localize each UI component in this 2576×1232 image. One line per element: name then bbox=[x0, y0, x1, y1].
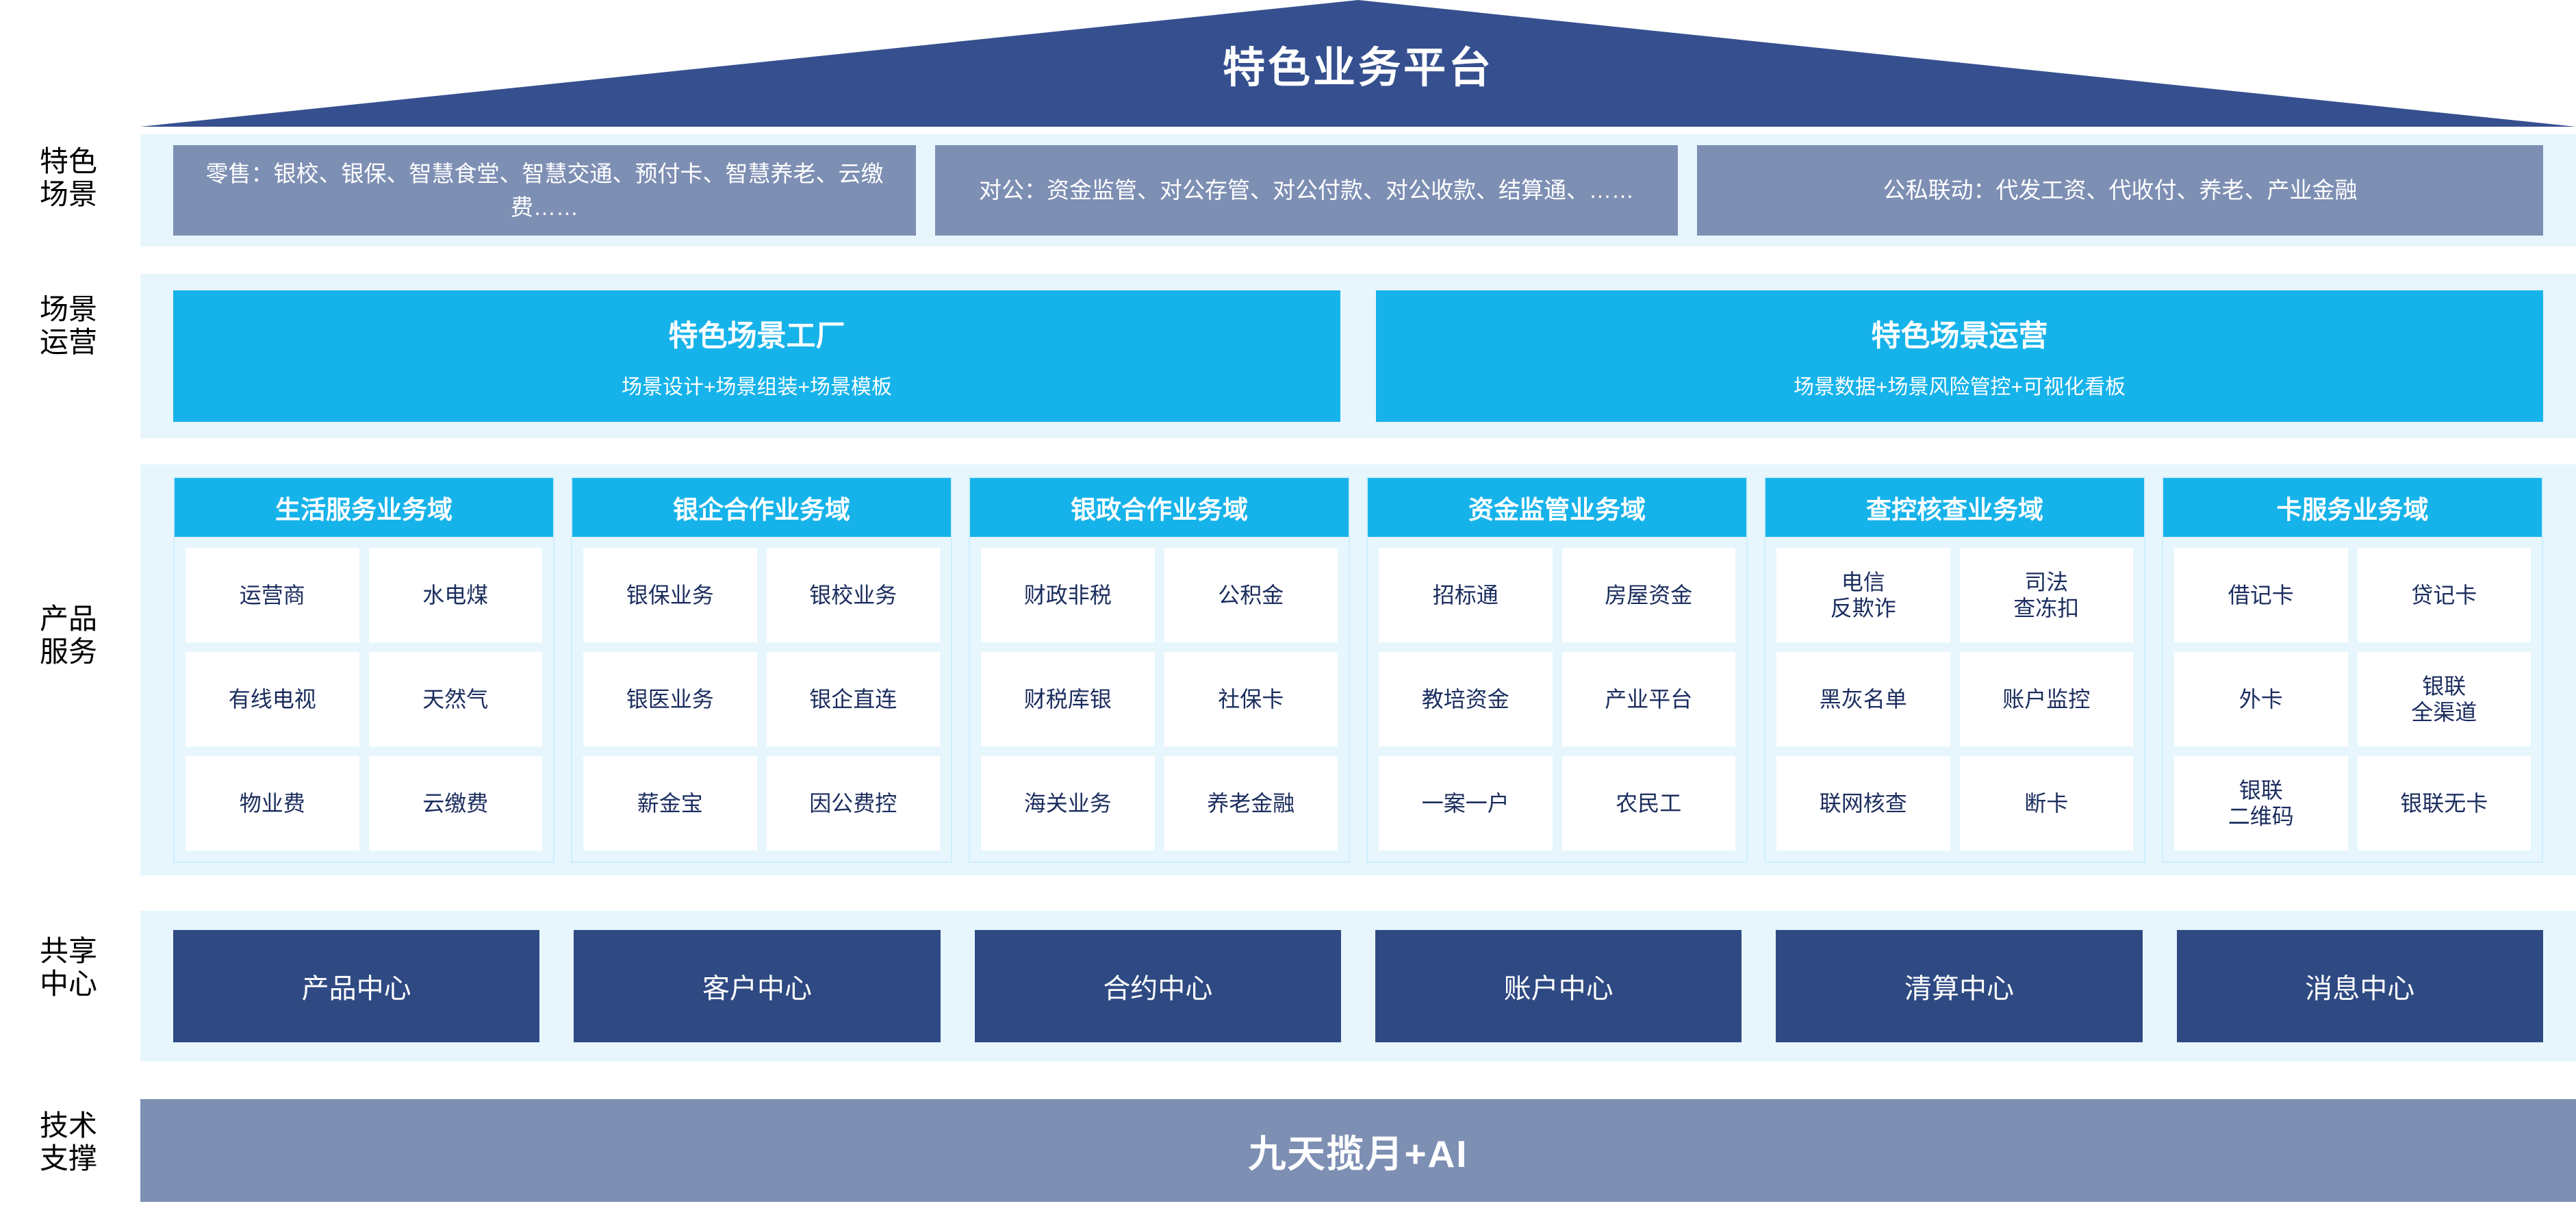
domain-item[interactable]: 薪金宝 bbox=[583, 756, 757, 851]
domain-item[interactable]: 运营商 bbox=[186, 548, 359, 642]
domain-item-grid: 招标通 房屋资金 教培资金 产业平台 一案一户 农民工 bbox=[1368, 537, 1746, 862]
operations-title: 特色场景工厂 bbox=[668, 320, 845, 353]
domain-item[interactable]: 天然气 bbox=[368, 652, 542, 746]
domain-item[interactable]: 断卡 bbox=[1959, 756, 2133, 851]
product-domain-fund-supervision: 资金监管业务域 招标通 房屋资金 教培资金 产业平台 一案一户 农民工 bbox=[1366, 477, 1748, 863]
domain-item[interactable]: 农民工 bbox=[1561, 756, 1735, 851]
product-domain-card-services: 卡服务业务域 借记卡 贷记卡 外卡 银联 全渠道 银联 二维码 银联无卡 bbox=[2162, 477, 2543, 863]
domain-item[interactable]: 银联 二维码 bbox=[2174, 756, 2348, 851]
domain-item[interactable]: 养老金融 bbox=[1164, 756, 1338, 851]
domain-item[interactable]: 联网核查 bbox=[1776, 756, 1950, 851]
domain-title: 资金监管业务域 bbox=[1368, 478, 1746, 537]
operations-box-scene-factory[interactable]: 特色场景工厂 场景设计+场景组装+场景模板 bbox=[173, 290, 1340, 422]
product-domain-life-services: 生活服务业务域 运营商 水电煤 有线电视 天然气 物业费 云缴费 bbox=[173, 477, 554, 863]
domain-item[interactable]: 财政非税 bbox=[981, 548, 1155, 642]
row-label-products: 产品 服务 bbox=[39, 603, 97, 668]
domain-title: 生活服务业务域 bbox=[175, 478, 553, 537]
operations-box-list: 特色场景工厂 场景设计+场景组装+场景模板 特色场景运营 场景数据+场景风险管控… bbox=[173, 290, 2543, 422]
operations-subtitle: 场景数据+场景风险管控+可视化看板 bbox=[1793, 376, 2126, 399]
row-label-tech-support: 技术 支撑 bbox=[39, 1109, 97, 1175]
product-domain-list: 生活服务业务域 运营商 水电煤 有线电视 天然气 物业费 云缴费 银企合作业务域… bbox=[173, 477, 2543, 863]
domain-item[interactable]: 外卡 bbox=[2174, 652, 2348, 746]
domain-item[interactable]: 银联 全渠道 bbox=[2357, 652, 2531, 746]
domain-item[interactable]: 借记卡 bbox=[2174, 548, 2348, 642]
domain-item[interactable]: 银企直连 bbox=[766, 652, 940, 746]
shared-center-list: 产品中心 客户中心 合约中心 账户中心 清算中心 消息中心 bbox=[173, 930, 2543, 1042]
scenario-box-retail[interactable]: 零售：银校、银保、智慧食堂、智慧交通、预付卡、智慧养老、云缴费…… bbox=[173, 145, 916, 236]
domain-item[interactable]: 海关业务 bbox=[981, 756, 1155, 851]
operations-box-scene-operation[interactable]: 特色场景运营 场景数据+场景风险管控+可视化看板 bbox=[1376, 290, 2543, 422]
shared-center-contract[interactable]: 合约中心 bbox=[974, 930, 1341, 1042]
platform-roof-banner: 特色业务平台 bbox=[140, 0, 2576, 127]
scenario-box-list: 零售：银校、银保、智慧食堂、智慧交通、预付卡、智慧养老、云缴费…… 对公：资金监… bbox=[140, 145, 2576, 236]
domain-item[interactable]: 招标通 bbox=[1379, 548, 1553, 642]
shared-center-customer[interactable]: 客户中心 bbox=[574, 930, 941, 1042]
domain-item[interactable]: 云缴费 bbox=[368, 756, 542, 851]
domain-item[interactable]: 有线电视 bbox=[186, 652, 359, 746]
scenario-row-panel: 零售：银校、银保、智慧食堂、智慧交通、预付卡、智慧养老、云缴费…… 对公：资金监… bbox=[140, 134, 2576, 247]
domain-title: 卡服务业务域 bbox=[2163, 478, 2542, 537]
scenario-box-corporate[interactable]: 对公：资金监管、对公存管、对公付款、对公收款、结算通、…… bbox=[935, 145, 1678, 236]
roof-shape bbox=[140, 0, 2576, 127]
domain-item[interactable]: 银保业务 bbox=[583, 548, 757, 642]
domain-item[interactable]: 司法 查冻扣 bbox=[1959, 548, 2133, 642]
shared-center-row-panel: 产品中心 客户中心 合约中心 账户中心 清算中心 消息中心 bbox=[140, 911, 2576, 1061]
shared-center-account[interactable]: 账户中心 bbox=[1375, 930, 1742, 1042]
shared-center-settlement[interactable]: 清算中心 bbox=[1776, 930, 2143, 1042]
domain-item[interactable]: 水电煤 bbox=[368, 548, 542, 642]
scenario-box-public-private[interactable]: 公私联动：代发工资、代收付、养老、产业金融 bbox=[1697, 145, 2543, 236]
products-row-panel: 生活服务业务域 运营商 水电煤 有线电视 天然气 物业费 云缴费 银企合作业务域… bbox=[140, 464, 2576, 875]
domain-item[interactable]: 社保卡 bbox=[1164, 652, 1338, 746]
domain-title: 银政合作业务域 bbox=[970, 478, 1349, 537]
page-title: 特色业务平台 bbox=[1222, 45, 1494, 92]
domain-title: 银企合作业务域 bbox=[572, 478, 951, 537]
domain-item[interactable]: 电信 反欺诈 bbox=[1776, 548, 1950, 642]
row-label-shared-center: 共享 中心 bbox=[39, 935, 97, 1001]
domain-item-grid: 财政非税 公积金 财税库银 社保卡 海关业务 养老金融 bbox=[970, 537, 1349, 862]
domain-item[interactable]: 教培资金 bbox=[1379, 652, 1553, 746]
row-label-scenario: 特色 场景 bbox=[39, 145, 97, 211]
domain-item[interactable]: 黑灰名单 bbox=[1776, 652, 1950, 746]
operations-row-panel: 特色场景工厂 场景设计+场景组装+场景模板 特色场景运营 场景数据+场景风险管控… bbox=[140, 274, 2576, 438]
domain-item[interactable]: 财税库银 bbox=[981, 652, 1155, 746]
domain-item[interactable]: 因公费控 bbox=[766, 756, 940, 851]
domain-item-grid: 电信 反欺诈 司法 查冻扣 黑灰名单 账户监控 联网核查 断卡 bbox=[1765, 537, 2144, 862]
operations-subtitle: 场景设计+场景组装+场景模板 bbox=[621, 376, 893, 399]
tech-support-bar[interactable]: 九天揽月+AI bbox=[140, 1099, 2576, 1202]
product-domain-investigation-control: 查控核查业务域 电信 反欺诈 司法 查冻扣 黑灰名单 账户监控 联网核查 断卡 bbox=[1764, 477, 2145, 863]
product-domain-bank-government: 银政合作业务域 财政非税 公积金 财税库银 社保卡 海关业务 养老金融 bbox=[969, 477, 1350, 863]
domain-item-grid: 借记卡 贷记卡 外卡 银联 全渠道 银联 二维码 银联无卡 bbox=[2163, 537, 2542, 862]
domain-item[interactable]: 物业费 bbox=[186, 756, 359, 851]
domain-item[interactable]: 一案一户 bbox=[1379, 756, 1553, 851]
domain-item[interactable]: 公积金 bbox=[1164, 548, 1338, 642]
domain-item-grid: 运营商 水电煤 有线电视 天然气 物业费 云缴费 bbox=[175, 537, 553, 862]
domain-item-grid: 银保业务 银校业务 银医业务 银企直连 薪金宝 因公费控 bbox=[572, 537, 951, 862]
shared-center-product[interactable]: 产品中心 bbox=[173, 930, 540, 1042]
shared-center-message[interactable]: 消息中心 bbox=[2176, 930, 2543, 1042]
domain-item[interactable]: 银联无卡 bbox=[2357, 756, 2531, 851]
domain-item[interactable]: 产业平台 bbox=[1561, 652, 1735, 746]
domain-item[interactable]: 贷记卡 bbox=[2357, 548, 2531, 642]
domain-title: 查控核查业务域 bbox=[1765, 478, 2144, 537]
row-label-operations: 场景 运营 bbox=[39, 293, 97, 359]
domain-item[interactable]: 房屋资金 bbox=[1561, 548, 1735, 642]
domain-item[interactable]: 银校业务 bbox=[766, 548, 940, 642]
operations-title: 特色场景运营 bbox=[1871, 320, 2048, 353]
domain-item[interactable]: 账户监控 bbox=[1959, 652, 2133, 746]
domain-item[interactable]: 银医业务 bbox=[583, 652, 757, 746]
product-domain-bank-enterprise: 银企合作业务域 银保业务 银校业务 银医业务 银企直连 薪金宝 因公费控 bbox=[571, 477, 952, 863]
